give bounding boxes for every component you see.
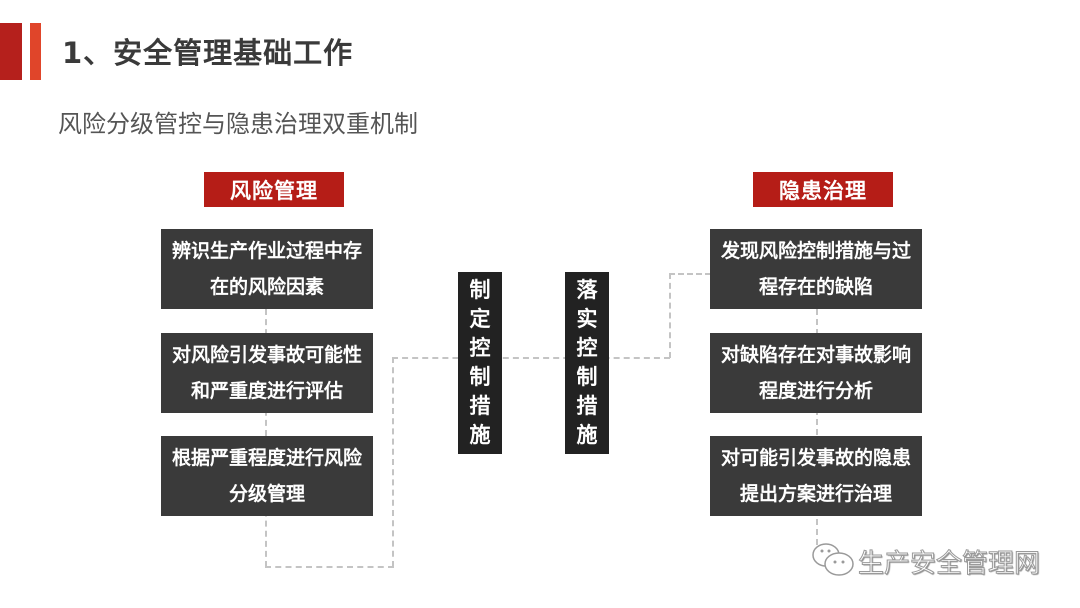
risk-management-label: 风险管理	[204, 172, 344, 207]
watermark-text: 生产安全管理网	[857, 549, 1041, 580]
vchar: 实	[576, 307, 598, 331]
vchar: 定	[469, 307, 491, 331]
middle-connector	[392, 357, 670, 359]
vchar: 施	[576, 423, 598, 447]
vchar: 控	[576, 336, 598, 360]
hazard-step-3: 对可能引发事故的隐患提出方案进行治理	[710, 436, 922, 516]
hazard-step-1: 发现风险控制措施与过程存在的缺陷	[710, 229, 922, 309]
risk-step-2: 对风险引发事故可能性和严重度进行评估	[161, 333, 373, 413]
wechat-icon	[810, 540, 856, 580]
vchar: 措	[469, 394, 491, 418]
page-title: 1、安全管理基础工作	[62, 36, 354, 70]
header-accent-bar-light	[30, 23, 41, 80]
formulate-control-measures: 制 定 控 制 措 施	[458, 272, 502, 454]
vchar: 措	[576, 394, 598, 418]
right-entry-connector	[669, 273, 711, 275]
header-accent-bar-dark	[0, 23, 22, 80]
vchar: 制	[469, 365, 491, 389]
vchar: 控	[469, 336, 491, 360]
hazard-treatment-label: 隐患治理	[753, 172, 893, 207]
implement-control-measures: 落 实 控 制 措 施	[565, 272, 609, 454]
middle-right-connector	[669, 273, 671, 358]
middle-left-connector	[392, 357, 394, 567]
right-column-connector	[816, 309, 818, 545]
hazard-step-2: 对缺陷存在对事故影响程度进行分析	[710, 333, 922, 413]
page-subtitle: 风险分级管控与隐患治理双重机制	[58, 110, 418, 138]
risk-step-1: 辨识生产作业过程中存在的风险因素	[161, 229, 373, 309]
risk-step-3: 根据严重程度进行风险分级管理	[161, 436, 373, 516]
vchar: 施	[469, 423, 491, 447]
vchar: 制	[576, 365, 598, 389]
vchar: 制	[469, 278, 491, 302]
vchar: 落	[576, 278, 598, 302]
bottom-connector	[265, 566, 394, 568]
